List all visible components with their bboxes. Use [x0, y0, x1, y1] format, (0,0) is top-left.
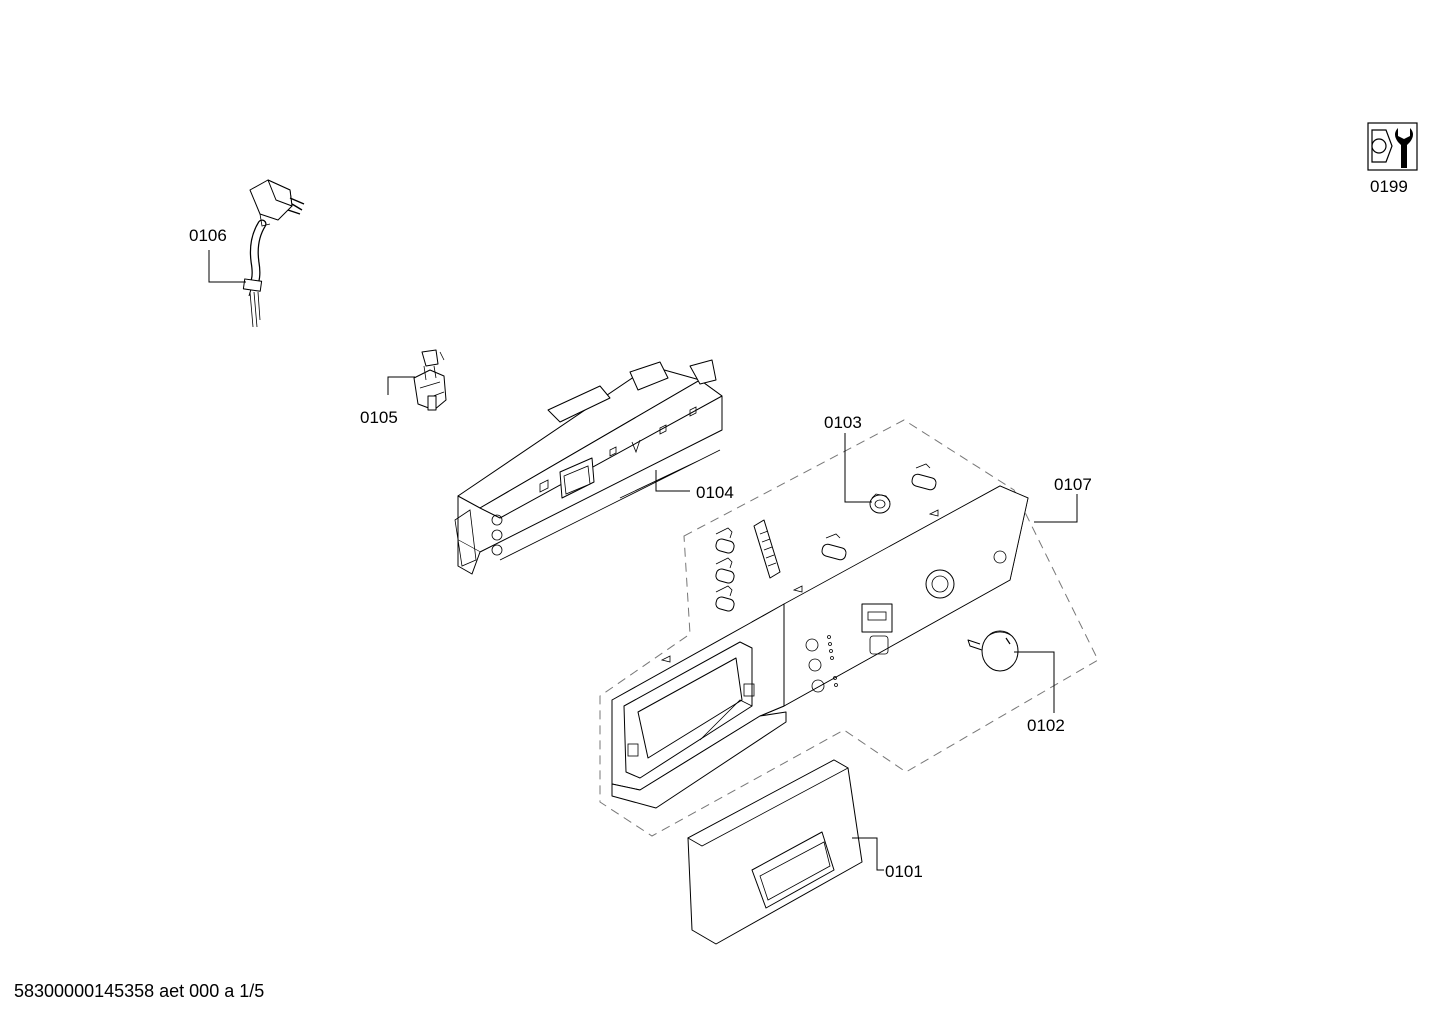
label-0104: 0104	[696, 483, 734, 502]
label-0105: 0105	[360, 408, 398, 427]
label-0106: 0106	[189, 226, 227, 245]
label-0199: 0199	[1370, 177, 1408, 196]
suppressor-clip-part[interactable]	[413, 349, 447, 411]
drawer-handle-part[interactable]	[687, 759, 863, 945]
label-0103: 0103	[824, 413, 862, 432]
program-knob-part[interactable]	[967, 630, 1019, 672]
leader-0103	[844, 433, 872, 503]
leader-0101	[852, 837, 884, 871]
control-panel-fascia-part[interactable]	[611, 485, 1029, 809]
panel-assembly-boundary	[599, 419, 1099, 837]
indicator-lens-part[interactable]	[869, 493, 891, 514]
leader-0106	[208, 250, 246, 283]
leader-0107	[1034, 494, 1078, 523]
label-0102: 0102	[1027, 716, 1065, 735]
wrench-nut-icon[interactable]	[1367, 122, 1418, 171]
leader-0102	[1014, 651, 1055, 713]
label-0107: 0107	[1054, 475, 1092, 494]
label-0101: 0101	[885, 862, 923, 881]
control-module-part[interactable]	[454, 359, 723, 575]
power-cord-part[interactable]	[242, 179, 305, 328]
document-reference: 58300000145358 aet 000 a 1/5	[14, 981, 265, 1001]
push-button-set-part[interactable]	[715, 463, 937, 612]
leader-0105	[387, 376, 415, 395]
leader-0104	[655, 470, 690, 492]
